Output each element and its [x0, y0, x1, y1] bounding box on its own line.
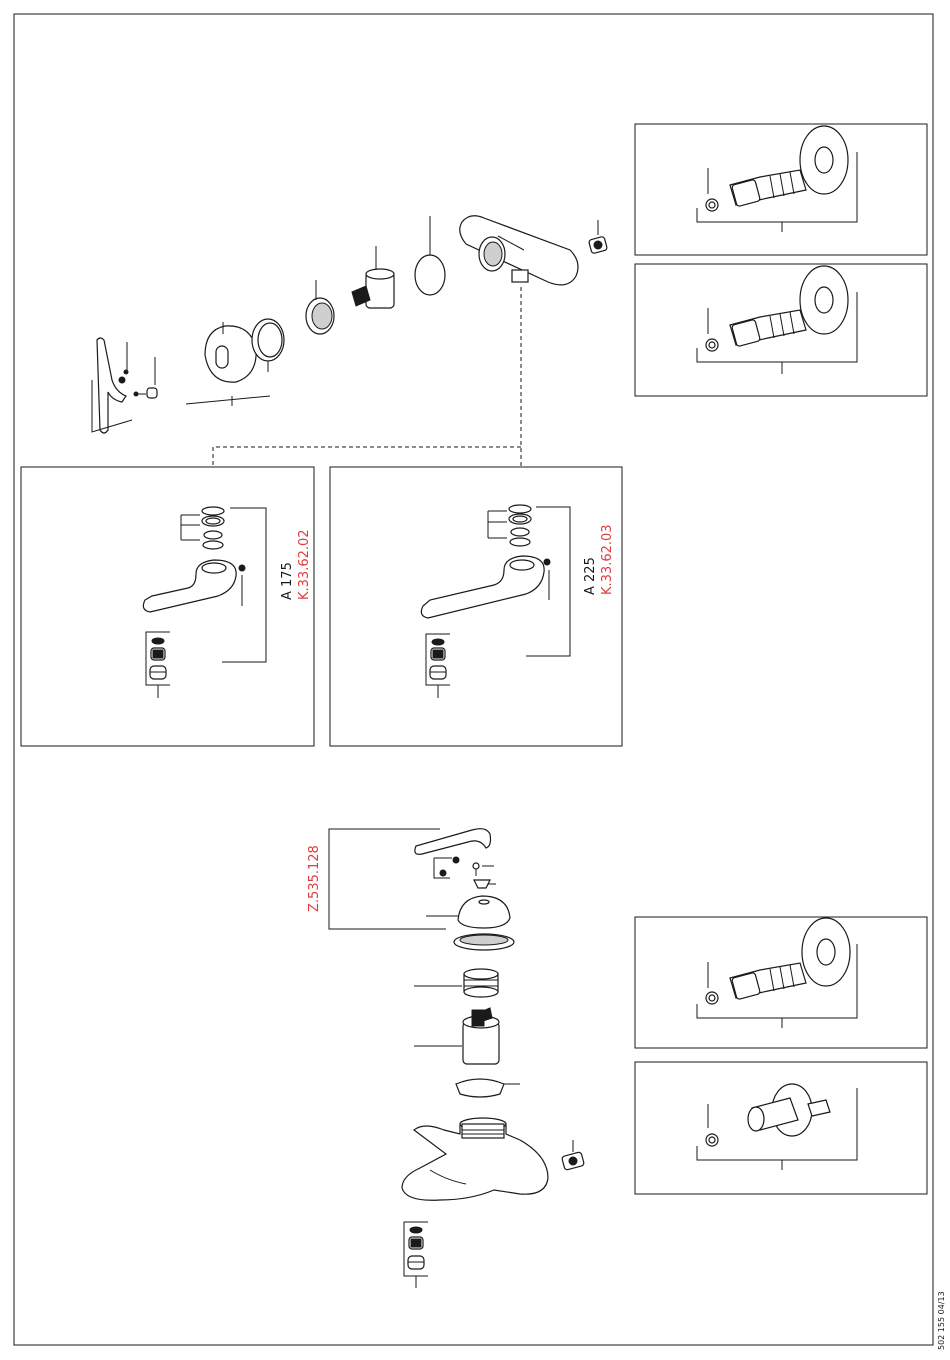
label-k336203: K.33.62.03: [600, 524, 615, 595]
deck-mixer-assembly: Z.535.128: [307, 829, 584, 1288]
deck-lever: [415, 829, 491, 855]
deck-aerator-set: [404, 1222, 428, 1288]
deck-threaded-nut: [414, 969, 498, 997]
fitting-box-1: [635, 124, 927, 255]
deck-aerator: [562, 1140, 585, 1170]
connector-dashed-left: [213, 447, 521, 468]
spout-box-a175: A 175 K.33.62.02: [21, 467, 314, 746]
spout-box-a225: A 225 K.33.62.03: [330, 467, 622, 746]
fitting-box-2: [635, 264, 927, 396]
label-z535128: Z.535.128: [307, 845, 322, 912]
fitting-box-4: [635, 1062, 927, 1194]
grub-screw-small: [124, 370, 128, 374]
lever-handle: [97, 338, 126, 433]
dome-cap: [205, 326, 256, 382]
mixing-cartridge: [352, 246, 394, 308]
fitting-box-3: [635, 917, 927, 1048]
deck-mixer-base: [402, 1118, 548, 1200]
wall-mixer-assembly: [92, 216, 608, 468]
grub-screw: [119, 377, 125, 383]
aerator-top: [588, 220, 607, 254]
label-a175: A 175: [280, 562, 295, 600]
handle-insert: [147, 388, 157, 398]
mixer-body: [460, 216, 578, 285]
label-k336202: K.33.62.02: [297, 529, 312, 600]
deck-base-seal: [456, 1079, 504, 1097]
document-number: 502 155 04/13: [937, 1291, 946, 1350]
label-a225: A 225: [583, 557, 598, 595]
deck-cartridge: [414, 1008, 499, 1064]
cartridge-seal-disc: [415, 255, 445, 295]
